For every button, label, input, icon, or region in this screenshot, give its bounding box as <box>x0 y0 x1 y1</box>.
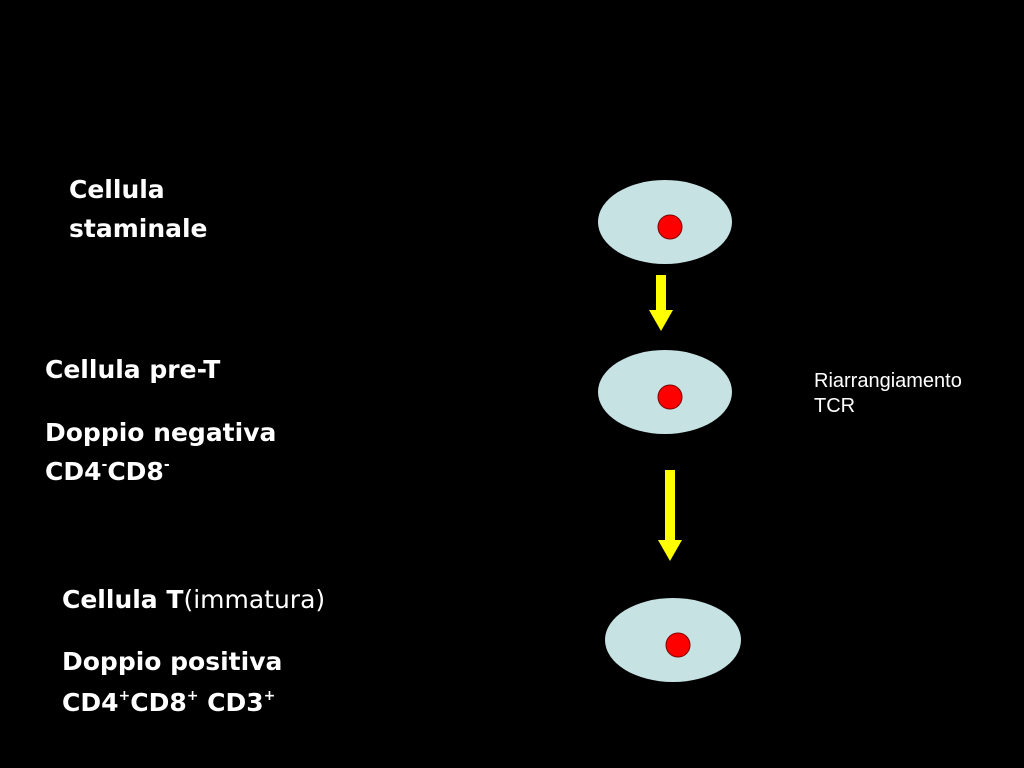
marker-sign: + <box>186 688 199 704</box>
t-cell-title-qualifier: (immatura) <box>183 585 326 614</box>
pret-cell-nucleus <box>657 384 683 410</box>
pret-cell <box>598 350 732 434</box>
arrow-stem-to-pret <box>649 275 673 331</box>
marker-name: CD4 <box>62 688 119 717</box>
t-cell-markers: CD4+CD8+ CD3+ <box>62 683 275 722</box>
pret-cell-title: Cellula pre-T <box>45 355 221 384</box>
pret-cell-subtitle: Doppio negativa <box>45 418 277 447</box>
marker-sign: - <box>163 457 170 473</box>
t-cell <box>605 598 741 682</box>
arrow-pret-to-t <box>658 470 682 561</box>
marker-sign: - <box>101 457 108 473</box>
marker-sign: + <box>118 688 131 704</box>
stem-cell <box>598 180 732 264</box>
pret-cell-markers: CD4-CD8- <box>45 452 170 491</box>
t-cell-subtitle: Doppio positiva <box>62 647 283 676</box>
annotation-line: Riarrangiamento <box>814 370 962 392</box>
stem-cell-nucleus <box>657 214 683 240</box>
stem-cell-label: Cellula staminale <box>69 170 208 248</box>
annotation-line: TCR <box>814 395 856 417</box>
marker-name: CD8 <box>130 688 187 717</box>
t-cell-title-bold: Cellula T <box>62 585 184 614</box>
stem-cell-label-line: staminale <box>69 214 208 243</box>
tcr-rearrangement-annotation: Riarrangiamento TCR <box>814 369 962 419</box>
marker-name: CD3 <box>198 688 264 717</box>
t-cell-title: Cellula T(immatura) <box>62 580 325 619</box>
stem-cell-label-line: Cellula <box>69 175 165 204</box>
marker-sign: + <box>263 688 276 704</box>
marker-name: CD4 <box>45 457 102 486</box>
t-cell-nucleus <box>665 632 691 658</box>
marker-name: CD8 <box>107 457 164 486</box>
